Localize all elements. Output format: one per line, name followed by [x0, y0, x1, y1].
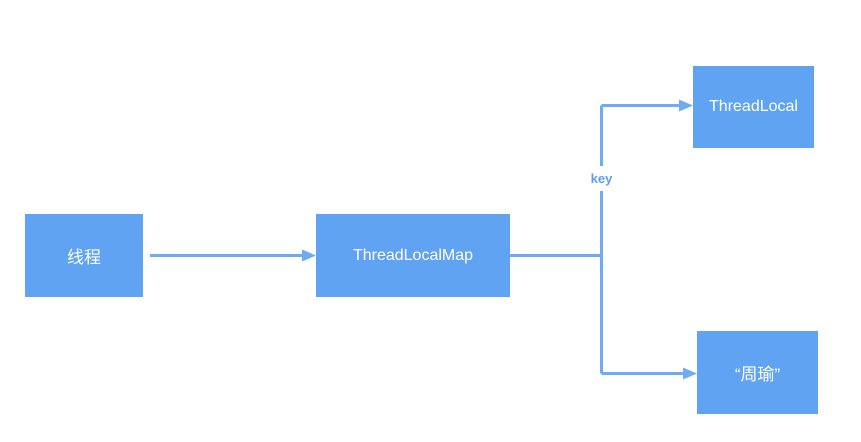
arrowhead-threadlocal	[679, 99, 693, 112]
node-threadlocalmap: ThreadLocalMap	[316, 214, 510, 297]
node-threadlocalmap-label: ThreadLocalMap	[352, 246, 474, 264]
node-threadlocal: ThreadLocal	[693, 66, 814, 148]
node-thread: 线程	[25, 214, 143, 297]
node-threadlocal-label: ThreadLocal	[709, 98, 798, 115]
arrowhead-value	[683, 367, 697, 380]
arrowhead-map	[302, 249, 316, 262]
edge-label-key-text: key	[590, 171, 613, 186]
edge-label-key: key	[583, 166, 620, 191]
node-value-label: “周瑜”	[734, 365, 781, 384]
node-value-zhouyu: “周瑜”	[697, 331, 818, 414]
node-thread-label: 线程	[67, 248, 101, 267]
